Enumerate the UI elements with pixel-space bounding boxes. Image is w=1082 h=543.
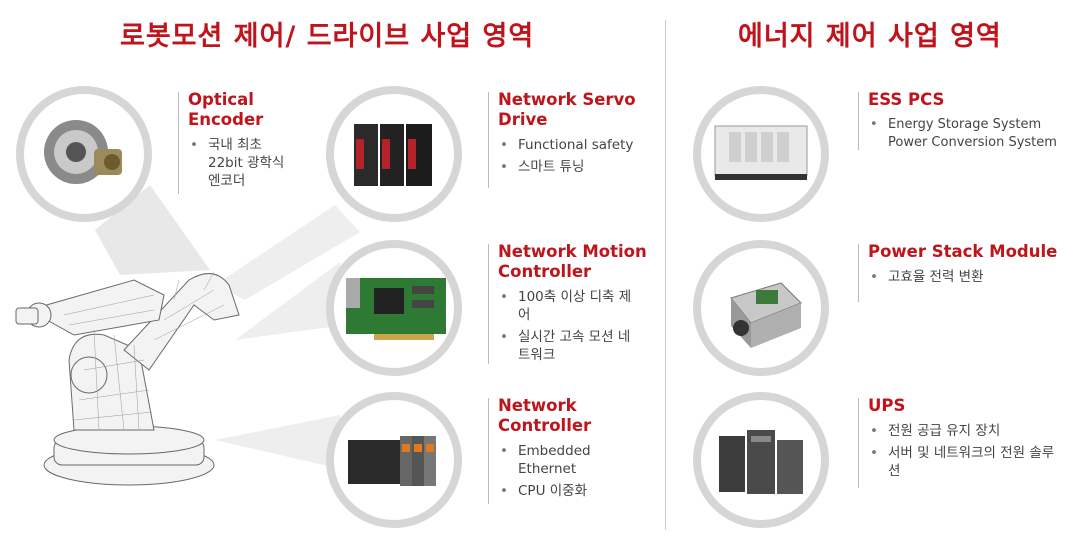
product-bullet: 국내 최초 22bit 광학식 엔코더 [188, 136, 298, 190]
section-divider [665, 20, 666, 530]
product-bullet: 스마트 튜닝 [498, 158, 658, 176]
product-ups: UPS 전원 공급 유지 장치 서버 및 네트워크의 전원 솔루션 [858, 396, 1078, 488]
controller-image [326, 392, 462, 528]
product-title: Network Motion Controller [498, 242, 647, 281]
product-network-controller: Network Controller Embedded Ethernet CPU… [488, 396, 658, 504]
product-bullet: Energy Storage System Power Conversion S… [868, 116, 1078, 152]
motion-board-image [326, 240, 462, 376]
left-section-title: 로봇모션 제어/ 드라이브 사업 영역 [120, 21, 535, 52]
product-network-servo-drive: Network Servo Drive Functional safety 스마… [488, 90, 658, 188]
product-title: ESS PCS [868, 90, 945, 109]
product-title: Optical Encoder [188, 90, 264, 129]
product-bullet: 고효율 전력 변환 [868, 268, 1078, 286]
encoder-image [16, 86, 152, 222]
product-title: Network Controller [498, 396, 592, 435]
product-bullet: 실시간 고속 모션 네트워크 [498, 328, 638, 364]
robot-arm-image [15, 271, 240, 486]
product-bullet: Functional safety [498, 136, 658, 154]
product-ess-pcs: ESS PCS Energy Storage System Power Conv… [858, 90, 1078, 156]
product-bullet: CPU 이중화 [498, 482, 658, 500]
product-network-motion-controller: Network Motion Controller 100축 이상 디축 제어 … [488, 242, 658, 368]
product-title: UPS [868, 396, 906, 415]
product-bullet: 서버 및 네트워크의 전원 솔루션 [868, 444, 1058, 480]
product-title: Power Stack Module [868, 242, 1058, 261]
servo-drive-image [326, 86, 462, 222]
product-power-stack-module: Power Stack Module 고효율 전력 변환 [858, 242, 1078, 302]
product-optical-encoder: Optical Encoder 국내 최초 22bit 광학식 엔코더 [178, 90, 318, 194]
ess-cabinet-image [693, 86, 829, 222]
product-bullet: 전원 공급 유지 장치 [868, 422, 1078, 440]
product-bullet: 100축 이상 디축 제어 [498, 288, 638, 324]
product-title: Network Servo Drive [498, 90, 636, 129]
product-bullet: Embedded Ethernet [498, 442, 598, 478]
ups-image [693, 392, 829, 528]
right-section-title: 에너지 제어 사업 영역 [738, 21, 1002, 52]
power-stack-image [693, 240, 829, 376]
